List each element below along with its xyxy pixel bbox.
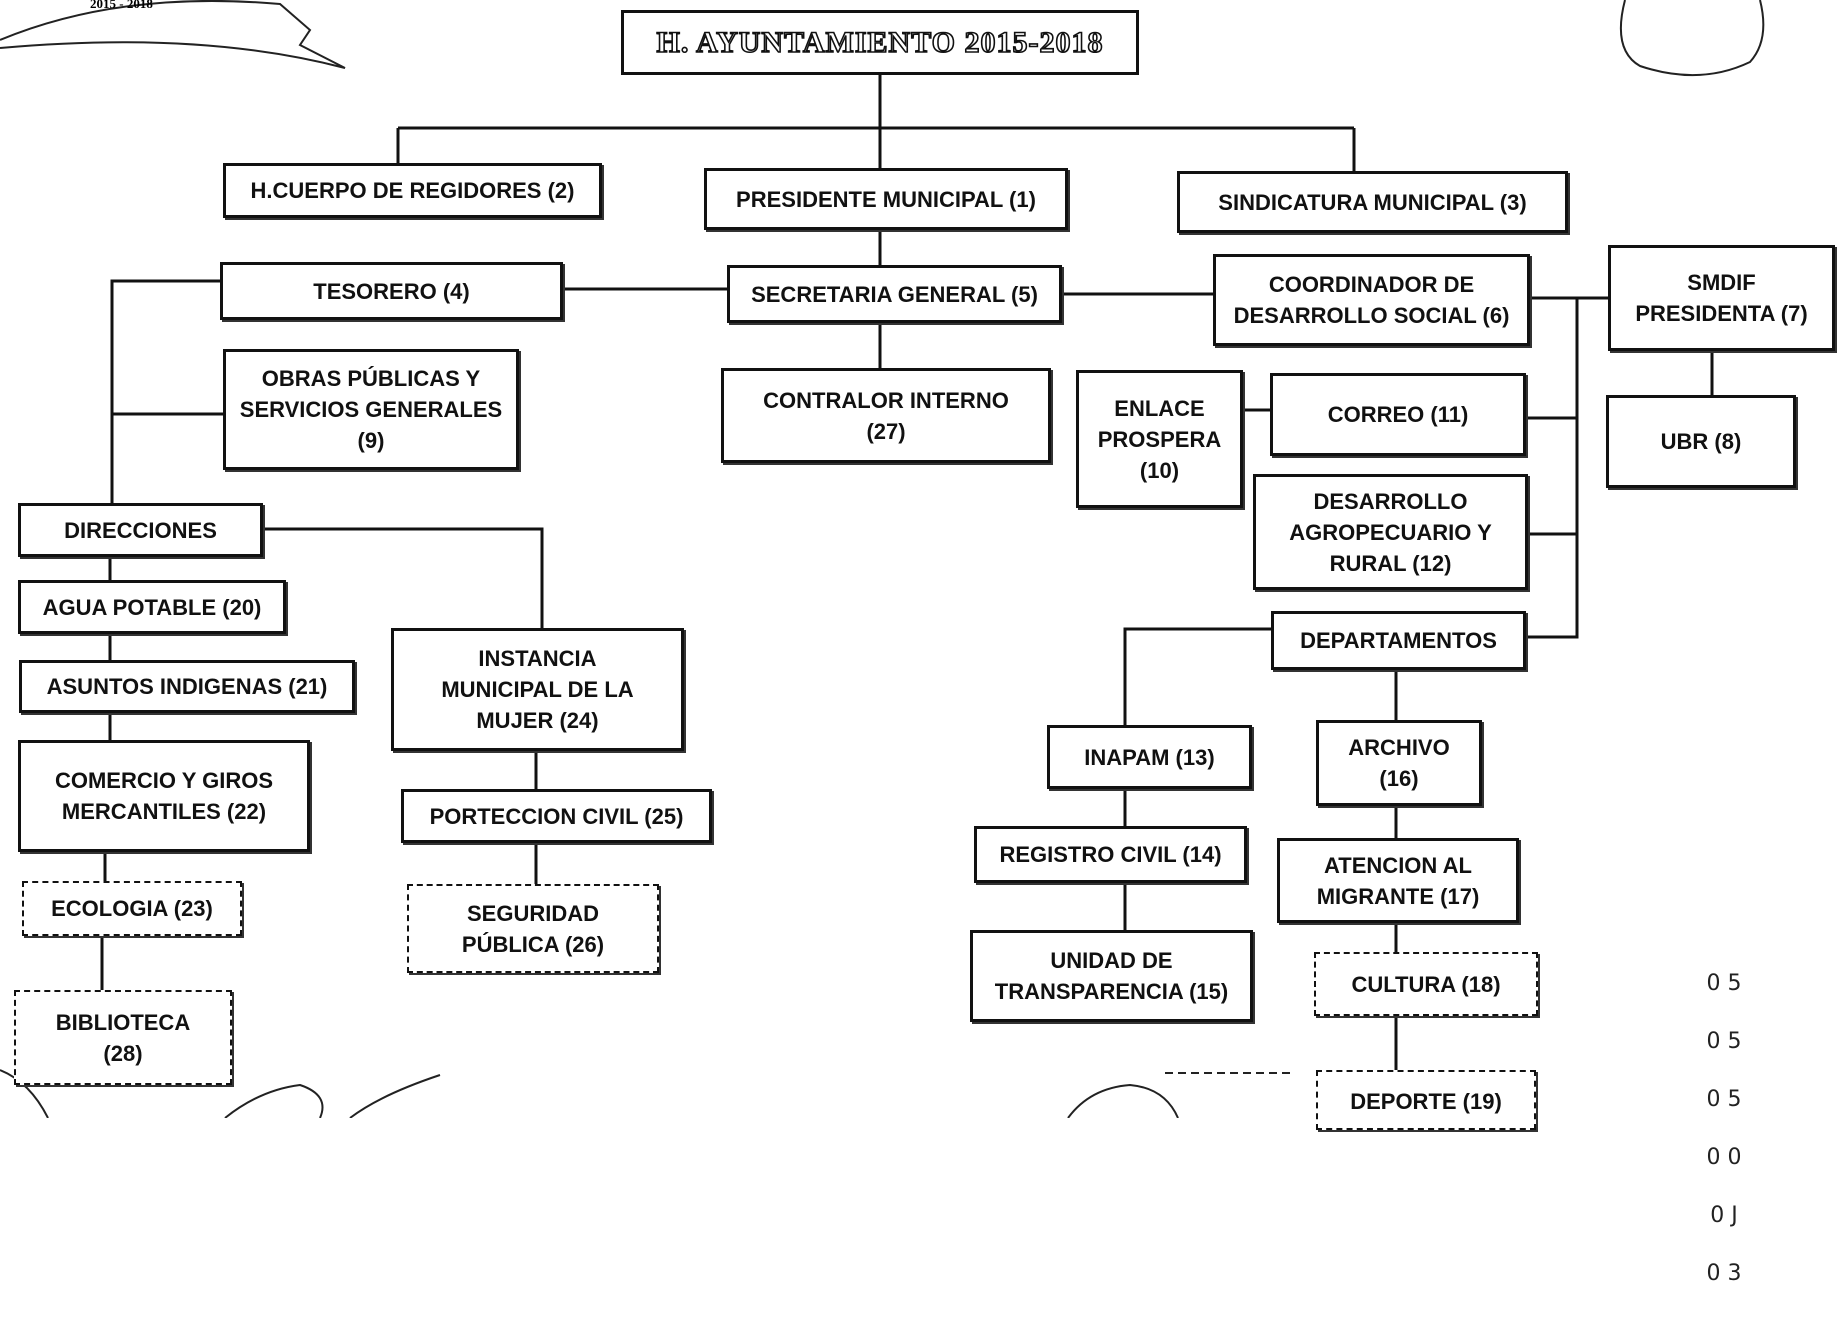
- seal-outline: [0, 0, 346, 69]
- connector: [1526, 298, 1579, 639]
- node-mujer: INSTANCIA MUNICIPAL DE LA MUJER (24): [391, 628, 684, 751]
- node-direcciones: DIRECCIONES: [18, 503, 263, 557]
- seal-text: 2015 - 2018: [90, 0, 153, 11]
- margin-mark: 0 5: [1706, 971, 1742, 996]
- node-proteccion: PORTECCION CIVIL (25): [401, 789, 712, 843]
- node-ubr: UBR (8): [1606, 395, 1796, 488]
- margin-mark: 0 0: [1706, 1145, 1742, 1170]
- margin-mark: 0 5: [1706, 1087, 1742, 1112]
- seal-outline: [0, 1069, 49, 1118]
- node-deporte: DEPORTE (19): [1316, 1070, 1536, 1130]
- node-asuntos: ASUNTOS INDIGENAS (21): [19, 660, 355, 713]
- node-enlace: ENLACE PROSPERA (10): [1076, 370, 1243, 508]
- margin-marks: 0 5 0 5 0 5 0 0 0 J 0 3: [1694, 940, 1754, 1317]
- node-seguridad: SEGURIDAD PÚBLICA (26): [407, 884, 659, 973]
- connector-lines: [0, 0, 1765, 1118]
- top-left-seal: 2015 - 2018: [90, 0, 153, 12]
- node-departamentos: DEPARTAMENTOS: [1271, 611, 1526, 670]
- connector: [110, 279, 220, 503]
- node-registro: REGISTRO CIVIL (14): [974, 826, 1247, 883]
- node-correo: CORREO (11): [1270, 373, 1526, 456]
- node-regidores: H.CUERPO DE REGIDORES (2): [223, 163, 602, 218]
- margin-mark: 0 J: [1710, 1203, 1738, 1228]
- connector: [263, 527, 544, 628]
- node-presidente: PRESIDENTE MUNICIPAL (1): [704, 168, 1068, 230]
- node-desarrollo-agro: DESARROLLO AGROPECUARIO Y RURAL (12): [1253, 474, 1528, 590]
- seal-outline: [1067, 1083, 1179, 1118]
- node-obras: OBRAS PÚBLICAS Y SERVICIOS GENERALES (9): [223, 349, 519, 470]
- node-tesorero: TESORERO (4): [220, 262, 563, 320]
- node-archivo: ARCHIVO (16): [1316, 720, 1482, 806]
- node-biblioteca: BIBLIOTECA (28): [14, 990, 232, 1085]
- node-cultura: CULTURA (18): [1314, 952, 1538, 1016]
- node-agua: AGUA POTABLE (20): [18, 580, 286, 634]
- margin-mark: 0 3: [1706, 1261, 1742, 1286]
- page-title: H. AYUNTAMIENTO 2015-2018: [621, 10, 1139, 75]
- node-ecologia: ECOLOGIA (23): [22, 881, 242, 936]
- node-inapam: INAPAM (13): [1047, 725, 1252, 789]
- node-contralor: CONTRALOR INTERNO (27): [721, 368, 1051, 463]
- node-transparencia: UNIDAD DE TRANSPARENCIA (15): [970, 930, 1253, 1022]
- connector: [1123, 627, 1271, 725]
- node-secretaria: SECRETARIA GENERAL (5): [727, 265, 1062, 323]
- node-migrante: ATENCION AL MIGRANTE (17): [1277, 838, 1519, 923]
- decorative-marks: [0, 0, 1765, 1118]
- signature: [224, 1074, 441, 1118]
- margin-mark: 0 5: [1706, 1029, 1742, 1054]
- node-smdif: SMDIF PRESIDENTA (7): [1608, 245, 1835, 351]
- seal-outline: [1619, 0, 1765, 77]
- node-comercio: COMERCIO Y GIROS MERCANTILES (22): [18, 740, 310, 852]
- node-sindicatura: SINDICATURA MUNICIPAL (3): [1177, 171, 1568, 233]
- node-coordinador: COORDINADOR DE DESARROLLO SOCIAL (6): [1213, 254, 1530, 346]
